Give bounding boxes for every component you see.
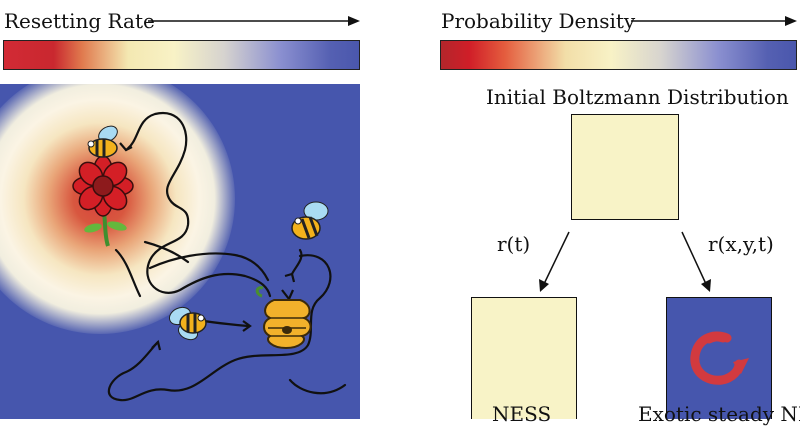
bee-icon xyxy=(291,201,329,240)
foraging-scene xyxy=(0,84,360,419)
spatial-reset-label: r(x,y,t) xyxy=(708,232,774,256)
bee-icon xyxy=(168,306,207,341)
beehive-icon xyxy=(255,286,312,350)
trajectory-arrowheads xyxy=(119,142,296,351)
bee-trajectories xyxy=(107,111,347,402)
ness-label: NESS xyxy=(492,402,552,426)
bee-icon xyxy=(87,125,118,158)
initial-distribution-label: Initial Boltzmann Distribution xyxy=(486,85,789,109)
exotic-ness-label: Exotic steady NESS xyxy=(638,402,800,426)
boltzmann-distribution-square xyxy=(571,114,679,220)
right-title-arrow-icon xyxy=(631,16,797,26)
right-arrow-icon xyxy=(681,231,711,292)
resetting-rate-colorbar xyxy=(3,40,360,70)
uniform-reset-label: r(t) xyxy=(497,232,531,256)
left-arrow-icon xyxy=(539,231,570,292)
left-title-arrow-icon xyxy=(148,16,360,26)
circulation-arrow-icon xyxy=(690,331,749,385)
probability-density-title: Probability Density xyxy=(441,9,636,33)
flower-icon xyxy=(72,155,134,247)
probability-density-colorbar xyxy=(440,40,797,70)
exotic-ness-square xyxy=(666,297,772,419)
scene-drawing xyxy=(72,111,347,402)
ness-square xyxy=(471,297,577,419)
resetting-rate-title: Resetting Rate xyxy=(4,9,155,33)
